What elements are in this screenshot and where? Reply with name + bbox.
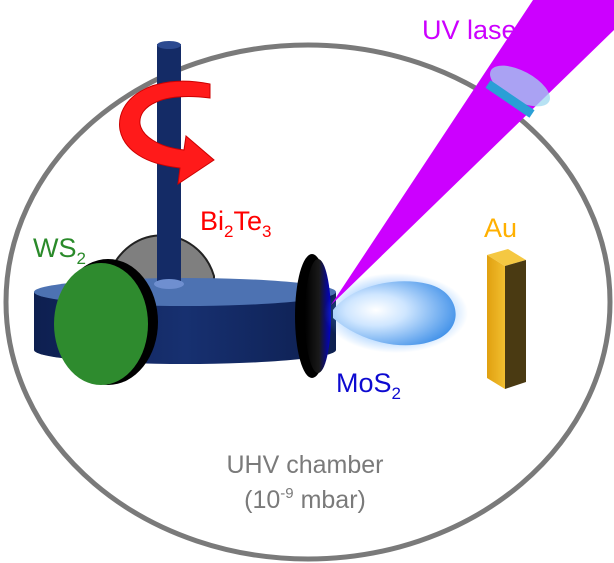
au-target-front — [487, 255, 505, 389]
chamber-label-line1: UHV chamber — [227, 451, 384, 479]
uv-laser-label: UV laser — [422, 15, 526, 45]
uhv-chamber-outline — [3, 42, 613, 562]
mos2-label: MoS2 — [336, 368, 401, 403]
ws2-target-disk — [54, 263, 148, 385]
rotation-rod-foot — [154, 279, 184, 289]
rotation-arrow-icon — [119, 80, 215, 186]
laser-window-lens — [490, 65, 550, 107]
au-target-side — [505, 260, 526, 389]
bi2te3-label: Bi2Te3 — [200, 206, 271, 241]
plasma-plume — [333, 281, 456, 346]
rotation-rod-top — [157, 41, 181, 49]
laser-window-ring — [485, 80, 535, 118]
mos2-target-disk — [305, 259, 331, 373]
au-label: Au — [484, 213, 517, 243]
chamber-label-line2: (10-9 mbar) — [244, 485, 366, 514]
ws2-label: WS2 — [33, 233, 86, 268]
uv-laser-beam — [331, 0, 614, 305]
au-target-top — [487, 249, 526, 266]
